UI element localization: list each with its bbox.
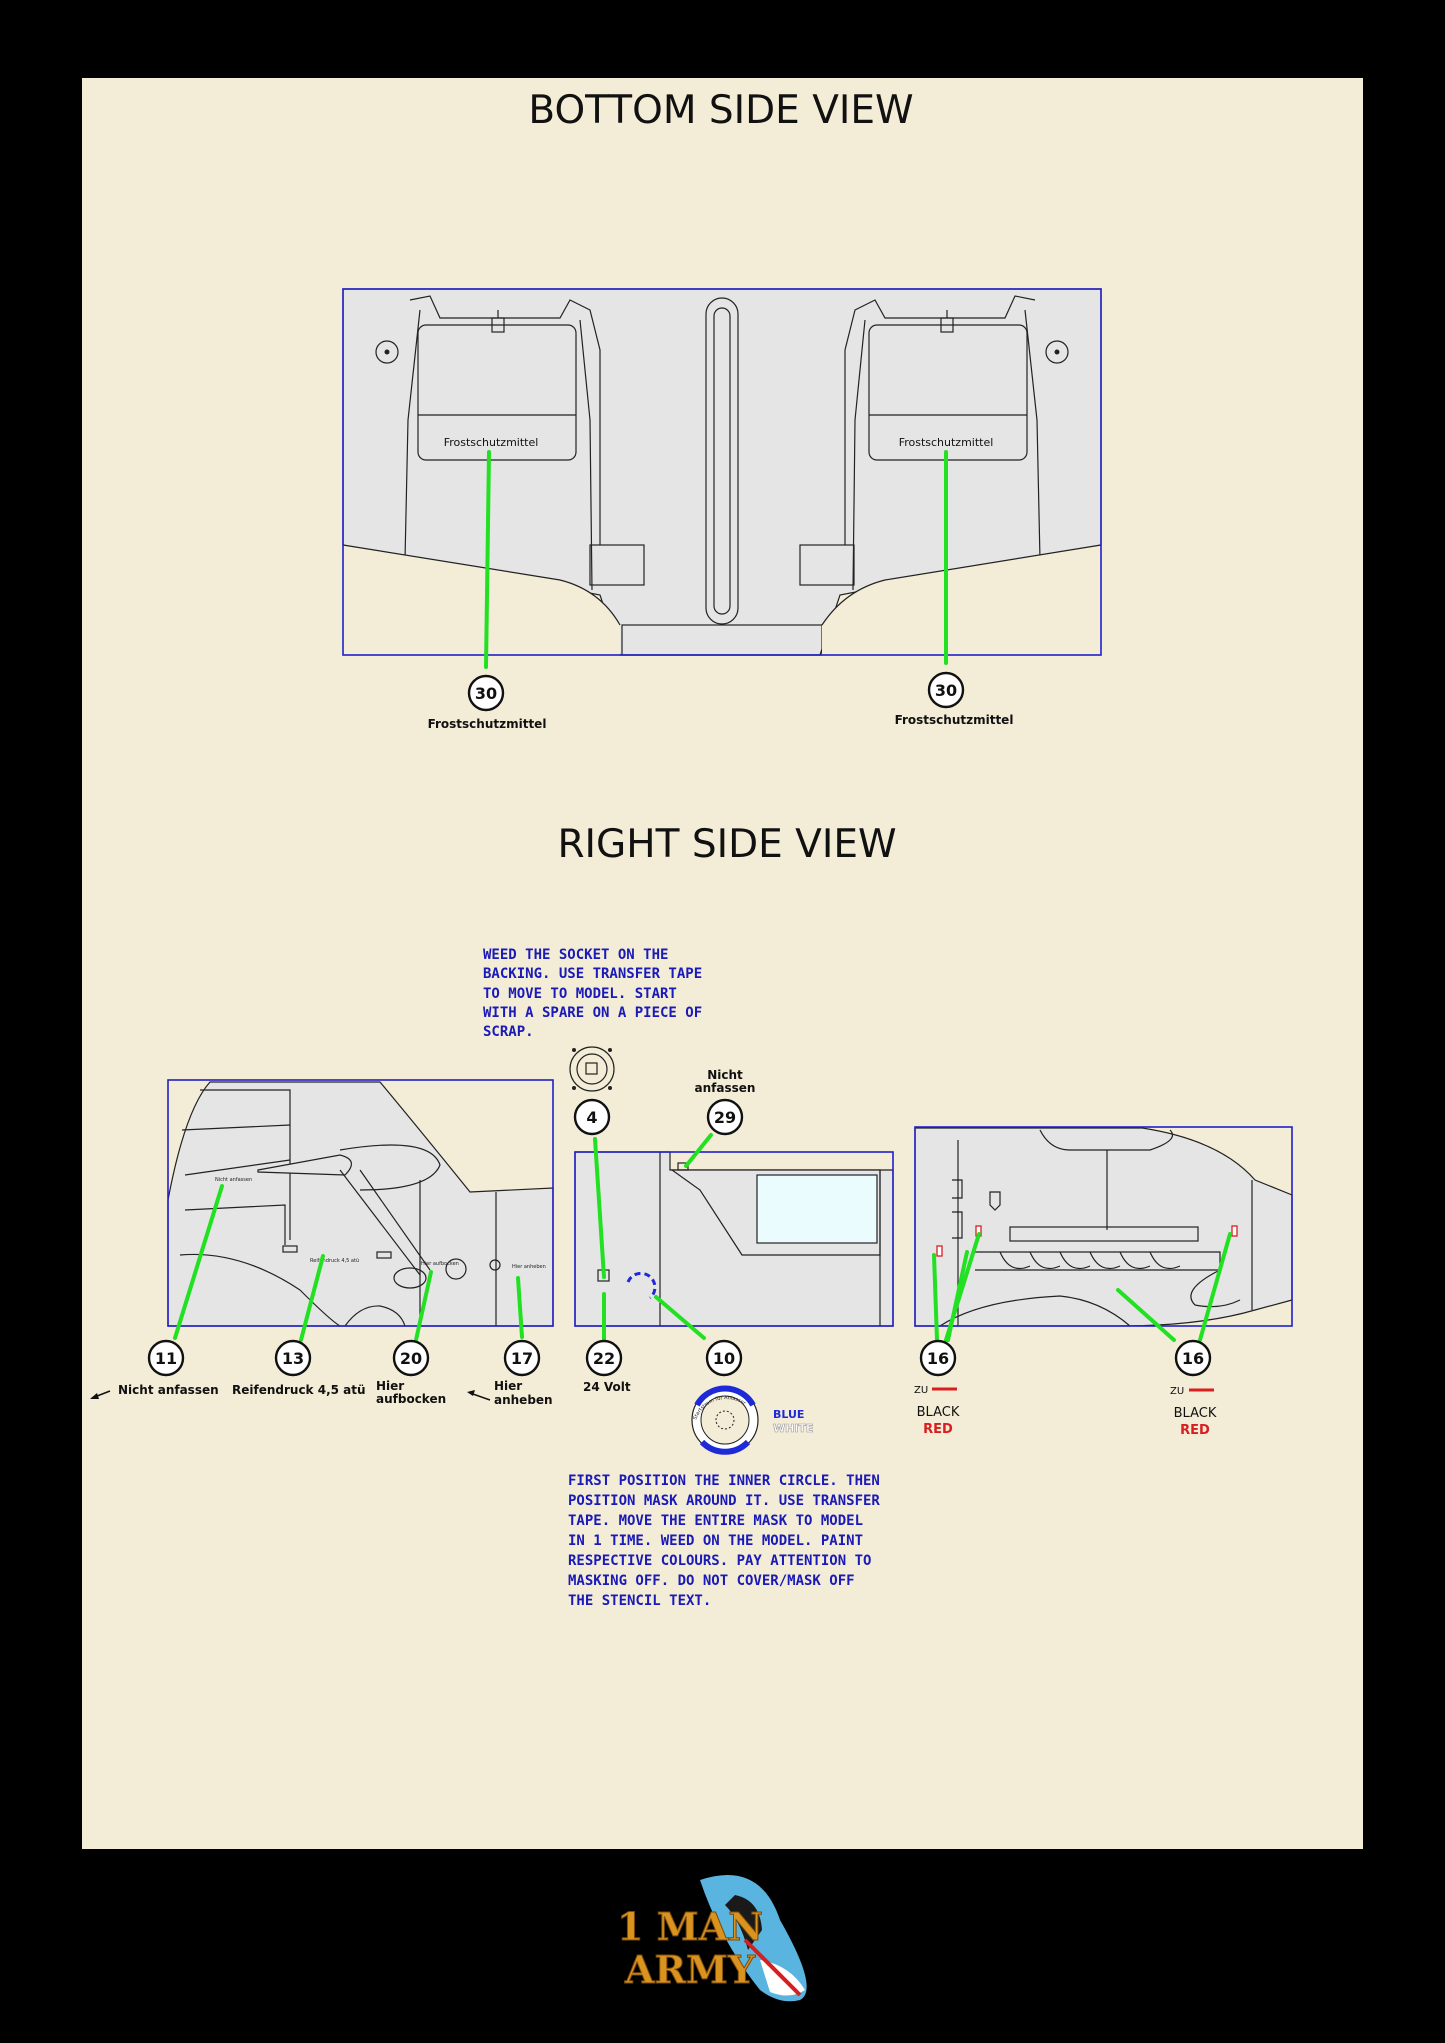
svg-text:1 MAN: 1 MAN bbox=[617, 1904, 763, 1949]
svg-text:BLACK: BLACK bbox=[917, 1405, 960, 1420]
callout-22: 22 24 Volt bbox=[583, 1339, 631, 1394]
side-panel-engine bbox=[914, 1126, 1293, 1327]
svg-text:ARMY: ARMY bbox=[624, 1947, 756, 1992]
svg-text:Reifendruck 4,5 atü: Reifendruck 4,5 atü bbox=[310, 1258, 359, 1264]
bottom-view-drawing: Frostschutzmittel Frostschutzmittel bbox=[342, 288, 1102, 656]
socket-icon bbox=[569, 1046, 615, 1092]
circle-note: FIRST POSITION THE INNER CIRCLE. THEN PO… bbox=[568, 1473, 880, 1609]
socket-mask-diagram: Startstrom für Anlasser BLUE WHITE bbox=[691, 1385, 814, 1455]
socket-note: WEED THE SOCKET ON THE BACKING. USE TRAN… bbox=[483, 947, 702, 1040]
leader-30-left bbox=[484, 450, 491, 669]
callout-17: 17 Hier anheben bbox=[467, 1339, 553, 1407]
svg-text:Hier: Hier bbox=[376, 1379, 404, 1393]
svg-text:Hier anheben: Hier anheben bbox=[512, 1264, 546, 1270]
svg-text:WITH A SPARE ON A PIECE OF: WITH A SPARE ON A PIECE OF bbox=[483, 1005, 702, 1021]
radiator-left bbox=[417, 324, 577, 461]
svg-text:aufbocken: aufbocken bbox=[376, 1392, 446, 1406]
side-panel-fuselage bbox=[574, 1151, 894, 1327]
svg-text:22: 22 bbox=[593, 1349, 615, 1368]
callout-16-right: 16 ZU BLACK RED bbox=[1170, 1339, 1217, 1438]
bottom-view-title: BOTTOM SIDE VIEW bbox=[528, 88, 913, 133]
svg-text:WEED THE SOCKET ON THE: WEED THE SOCKET ON THE bbox=[483, 947, 668, 963]
side-view-leaders bbox=[173, 1133, 1232, 1342]
callout-10: 10 bbox=[705, 1339, 743, 1377]
svg-text:30: 30 bbox=[935, 681, 957, 700]
stencil-frostschutz-left: Frostschutzmittel bbox=[444, 436, 539, 449]
svg-text:RED: RED bbox=[923, 1422, 953, 1437]
svg-text:4: 4 bbox=[586, 1108, 597, 1127]
svg-text:29: 29 bbox=[714, 1108, 736, 1127]
svg-text:16: 16 bbox=[1182, 1349, 1204, 1368]
svg-text:Hier: Hier bbox=[494, 1379, 522, 1393]
svg-text:20: 20 bbox=[400, 1349, 422, 1368]
svg-text:FIRST POSITION THE INNER CIRCL: FIRST POSITION THE INNER CIRCLE. THEN bbox=[568, 1473, 880, 1489]
callout-4: 4 bbox=[573, 1098, 611, 1136]
svg-text:anheben: anheben bbox=[494, 1393, 553, 1407]
callout-13: 13 Reifendruck 4,5 atü bbox=[232, 1339, 366, 1397]
svg-text:Nicht: Nicht bbox=[707, 1068, 743, 1082]
svg-text:16: 16 bbox=[927, 1349, 949, 1368]
right-view-title: RIGHT SIDE VIEW bbox=[557, 822, 896, 867]
port-left bbox=[375, 340, 399, 364]
callout-30-left: 30 Frostschutzmittel bbox=[428, 674, 547, 731]
svg-text:10: 10 bbox=[713, 1349, 735, 1368]
central-slot bbox=[705, 297, 739, 625]
callout-29: 29 Nicht anfassen bbox=[695, 1068, 756, 1136]
side-panel-cockpit: Nicht anfassen Reifendruck 4,5 atü Hier … bbox=[167, 1079, 554, 1327]
port-right bbox=[1045, 340, 1069, 364]
callout-30-right-label: Frostschutzmittel bbox=[895, 713, 1014, 727]
svg-text:Nicht anfassen: Nicht anfassen bbox=[215, 1177, 252, 1183]
brand-logo: 1 MAN ARMY bbox=[617, 1875, 807, 2002]
svg-text:POSITION MASK AROUND IT. USE T: POSITION MASK AROUND IT. USE TRANSFER bbox=[568, 1493, 880, 1509]
svg-text:IN 1 TIME. WEED ON THE MODEL.: IN 1 TIME. WEED ON THE MODEL. PAINT bbox=[568, 1533, 863, 1549]
bottom-view-frame bbox=[342, 288, 1102, 656]
svg-text:ZU: ZU bbox=[914, 1385, 928, 1396]
svg-text:BACKING. USE TRANSFER TAPE: BACKING. USE TRANSFER TAPE bbox=[483, 966, 702, 982]
callout-11-label: Nicht anfassen bbox=[118, 1383, 219, 1397]
svg-text:TAPE. MOVE THE ENTIRE MASK TO: TAPE. MOVE THE ENTIRE MASK TO MODEL bbox=[568, 1513, 863, 1529]
callout-30-left-label: Frostschutzmittel bbox=[428, 717, 547, 731]
callout-11: 11 Nicht anfassen bbox=[90, 1339, 219, 1399]
svg-text:30: 30 bbox=[475, 684, 497, 703]
svg-text:BLACK: BLACK bbox=[1174, 1406, 1217, 1421]
callout-16-left: 16 ZU BLACK RED bbox=[914, 1339, 960, 1437]
svg-text:TO MOVE TO MODEL. START: TO MOVE TO MODEL. START bbox=[483, 986, 677, 1002]
callout-20: 20 Hier aufbocken bbox=[376, 1339, 446, 1406]
svg-text:SCRAP.: SCRAP. bbox=[483, 1024, 534, 1040]
callout-13-label: Reifendruck 4,5 atü bbox=[232, 1383, 366, 1397]
svg-text:MASKING OFF. DO NOT COVER/MASK: MASKING OFF. DO NOT COVER/MASK OFF bbox=[568, 1573, 855, 1589]
svg-text:17: 17 bbox=[511, 1349, 533, 1368]
svg-text:BLUE: BLUE bbox=[773, 1408, 804, 1421]
svg-text:Hier aufbocken: Hier aufbocken bbox=[421, 1261, 459, 1267]
callout-30-right: 30 Frostschutzmittel bbox=[895, 671, 1014, 727]
svg-text:RED: RED bbox=[1180, 1423, 1210, 1438]
svg-text:13: 13 bbox=[282, 1349, 304, 1368]
svg-text:RESPECTIVE COLOURS. PAY ATTENT: RESPECTIVE COLOURS. PAY ATTENTION TO bbox=[568, 1553, 871, 1569]
svg-text:WHITE: WHITE bbox=[773, 1422, 813, 1435]
stencil-frostschutz-right: Frostschutzmittel bbox=[899, 436, 994, 449]
svg-text:24 Volt: 24 Volt bbox=[583, 1380, 631, 1394]
svg-text:ZU: ZU bbox=[1170, 1386, 1184, 1397]
svg-text:anfassen: anfassen bbox=[695, 1081, 756, 1095]
svg-text:THE STENCIL TEXT.: THE STENCIL TEXT. bbox=[568, 1593, 711, 1609]
svg-text:11: 11 bbox=[155, 1349, 177, 1368]
